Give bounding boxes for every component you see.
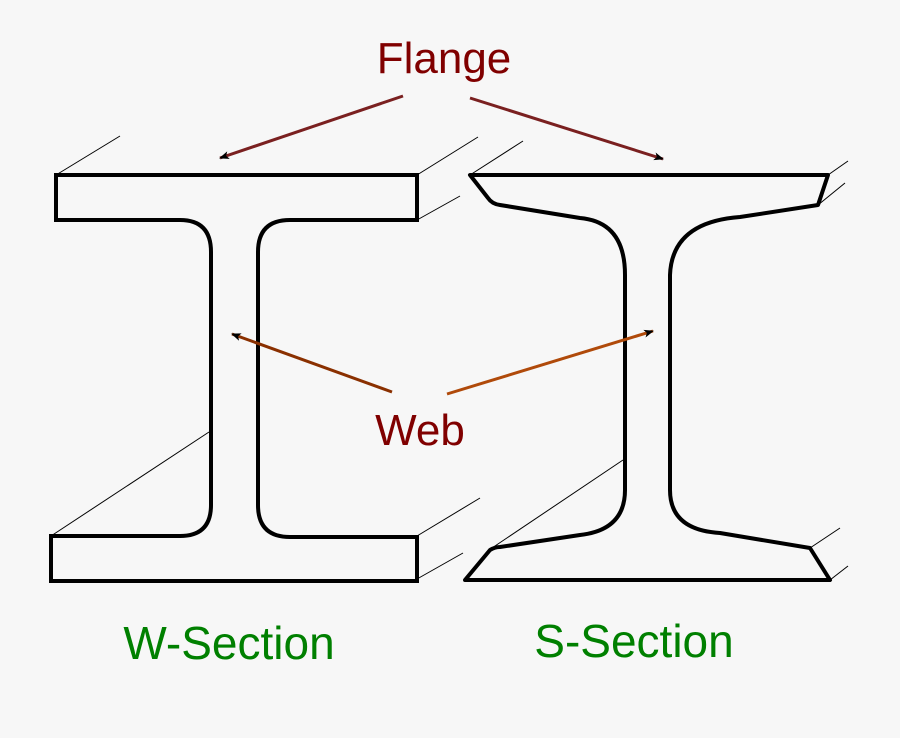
web-arrow-right	[446, 329, 654, 396]
flange-arrows	[219, 94, 664, 161]
w-section-shape	[49, 135, 481, 583]
w-section-label: W-Section	[123, 617, 334, 669]
s-section-label: S-Section	[534, 615, 733, 667]
flange-arrow-right	[469, 96, 664, 161]
s-perspective-lines	[469, 140, 849, 581]
w-perspective-lines	[50, 135, 481, 580]
flange-label: Flange	[377, 34, 512, 83]
web-arrows	[231, 329, 654, 396]
web-label: Web	[375, 406, 465, 455]
s-section-shape	[463, 140, 849, 582]
flange-arrow-left	[219, 94, 404, 160]
web-arrow-left	[231, 332, 393, 394]
